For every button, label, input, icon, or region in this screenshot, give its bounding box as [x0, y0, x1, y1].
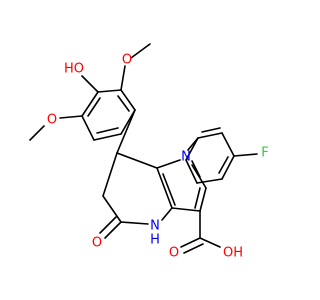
- bond-c7-c7a: [116, 152, 158, 169]
- bonds: [29, 43, 258, 254]
- bond-c7a-c3a: [156, 167, 173, 209]
- bond-c2-c3-inner: [194, 187, 201, 209]
- bond-o-top-methyl: [130, 43, 151, 59]
- bond-c-f: [233, 153, 258, 157]
- bond-c6-c5: [102, 195, 122, 223]
- bond-c5-o-double-2: [99, 216, 117, 234]
- bond-ring-b-2: [221, 132, 235, 157]
- bond-ring-b-4: [196, 178, 223, 184]
- bond-cooh-o-double-1: [180, 237, 201, 248]
- atom-label-o-methoxy-top: O: [122, 53, 132, 68]
- molecule-structure-diagram: HO O O N F O N H O OH: [29, 43, 269, 261]
- bond-c7-c6: [102, 152, 118, 197]
- bond-ring-a-2: [120, 89, 136, 111]
- bond-c5-n4: [120, 221, 149, 225]
- bond-c5-o-double-1: [104, 221, 122, 239]
- bond-c-o-left: [59, 115, 83, 119]
- bond-ring-a-2-inner: [117, 95, 130, 112]
- bond-ring-a-1: [97, 89, 122, 93]
- bond-c3-c3a: [171, 207, 201, 212]
- atom-label-h-n4: H: [150, 233, 160, 248]
- atom-labels: HO O O N F O N H O OH: [47, 53, 269, 261]
- bond-ring-b-5: [185, 159, 198, 184]
- bond-ring-a-6-inner: [87, 97, 101, 117]
- bond-ring-b-3-inner: [218, 156, 229, 174]
- atom-label-f: F: [261, 146, 268, 161]
- atom-label-ho-phenol: HO: [64, 62, 84, 77]
- bond-ring-a-4: [93, 133, 122, 141]
- atom-label-oh-acid: OH: [223, 246, 243, 261]
- bond-c2-c3: [199, 187, 207, 212]
- bond-c-ho: [81, 75, 99, 93]
- bond-c-o-top: [120, 65, 126, 91]
- bond-c7a-n1: [156, 159, 181, 169]
- bond-o-left-methyl: [29, 125, 45, 141]
- bond-n4-c3a: [161, 207, 173, 221]
- atom-label-n4: N: [150, 219, 160, 234]
- bond-ring-a-c7: [116, 109, 136, 154]
- bond-ring-b-6: [185, 137, 199, 161]
- bond-ring-b-1-inner: [201, 127, 221, 133]
- bond-ring-a-4-inner: [96, 127, 119, 134]
- atom-label-o-lactam: O: [92, 236, 102, 251]
- atom-label-n1: N: [181, 150, 191, 165]
- atom-label-o-carbonyl: O: [169, 246, 179, 261]
- bond-c7a-c3a-inner: [162, 173, 176, 206]
- bond-ring-b-1: [197, 132, 223, 139]
- atom-label-o-methoxy-left: O: [47, 113, 57, 128]
- bond-ring-b-5-inner: [191, 160, 201, 178]
- bond-ring-a-6: [81, 91, 99, 117]
- bond-ring-b-3: [221, 155, 235, 180]
- bond-ring-a-5: [81, 115, 95, 141]
- bond-cooh-o-double-2: [183, 243, 204, 254]
- bond-cooh-oh: [199, 237, 221, 248]
